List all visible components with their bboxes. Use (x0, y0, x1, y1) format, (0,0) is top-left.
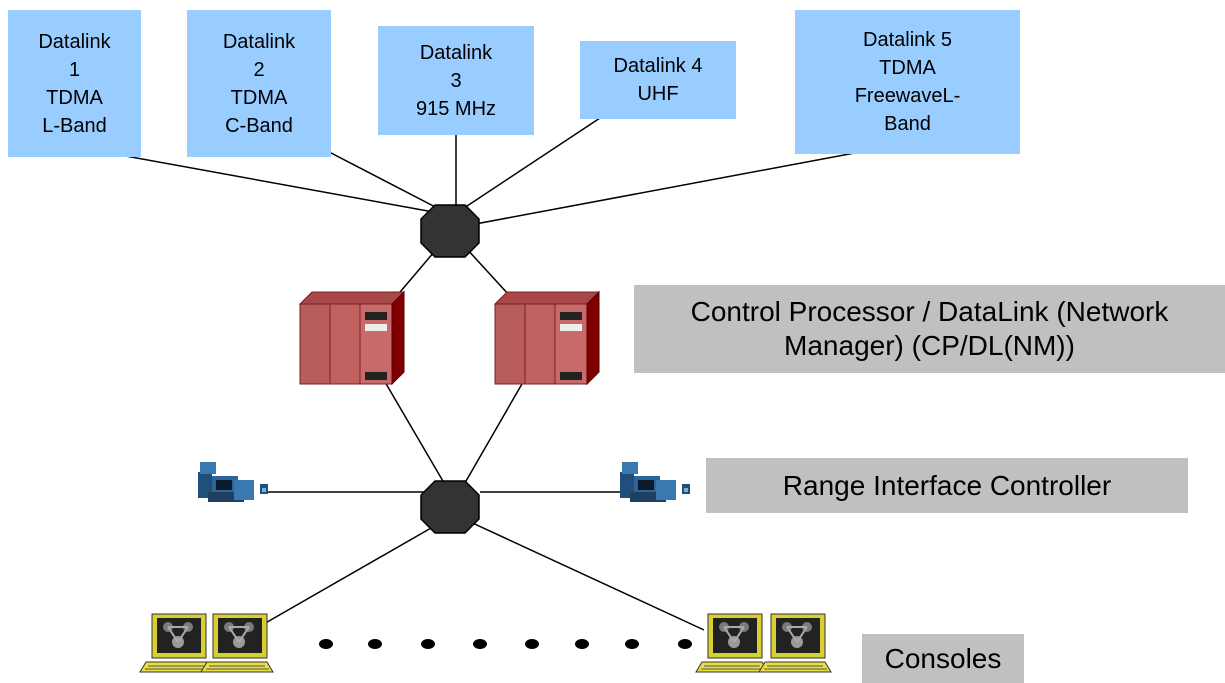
ellipsis-dots (319, 639, 692, 649)
datalink-3-line: Datalink (419, 41, 493, 64)
uplink-lines (119, 117, 861, 631)
control-processor-line: Control Processor / DataLink (Network (690, 296, 1169, 327)
console-terminal-icon (200, 613, 274, 673)
datalink-5-line: TDMA (879, 57, 936, 79)
console-terminal-icon (758, 613, 832, 673)
bottom-switch-icon (420, 480, 480, 534)
datalink-2-line: C-Band (225, 114, 293, 137)
datalink-3-box: Datalink 3 915 MHz (378, 26, 534, 135)
datalink-2-box: Datalink 2 TDMA C-Band (187, 10, 331, 157)
datalink-1-line: 1 (68, 58, 81, 81)
server-rack-icon (299, 291, 405, 385)
range-interface-controller-text: Range Interface Controller (782, 469, 1112, 501)
datalink-4-box: Datalink 4 UHF (580, 41, 736, 119)
workstation-icon (620, 462, 690, 502)
datalink-2-line: Datalink (222, 30, 296, 53)
datalink-4-line: UHF (637, 83, 679, 105)
datalink-5-box: Datalink 5 TDMA FreewaveL- Band (795, 10, 1020, 154)
consoles-label: Consoles (862, 634, 1024, 683)
datalink-1-line: L-Band (42, 114, 107, 137)
datalink-1-line: Datalink (38, 30, 111, 53)
datalink-1-box: Datalink 1 TDMA L-Band (8, 10, 141, 157)
datalink-5-line: Datalink 5 (863, 29, 952, 51)
datalink-1-line: TDMA (46, 86, 103, 109)
datalink-2-line: TDMA (230, 86, 288, 109)
console-terminal-icon (695, 613, 769, 673)
datalink-5-line: FreewaveL- (854, 85, 961, 107)
workstation-icon (198, 462, 268, 502)
datalink-3-line: 915 MHz (415, 97, 497, 120)
control-processor-line: Manager) (CP/DL(NM)) (784, 330, 1075, 361)
top-switch-icon (420, 204, 480, 258)
consoles-text: Consoles (884, 643, 1002, 674)
control-processor-label: Control Processor / DataLink (Network Ma… (634, 285, 1225, 373)
server-rack-icon (494, 291, 600, 385)
range-interface-controller-label: Range Interface Controller (706, 458, 1188, 513)
datalink-4-line: Datalink 4 (613, 55, 703, 77)
datalink-2-line: 2 (253, 58, 265, 81)
datalink-5-line: Band (884, 113, 931, 135)
console-terminal-icon (139, 613, 213, 673)
datalink-3-line: 3 (450, 69, 462, 92)
